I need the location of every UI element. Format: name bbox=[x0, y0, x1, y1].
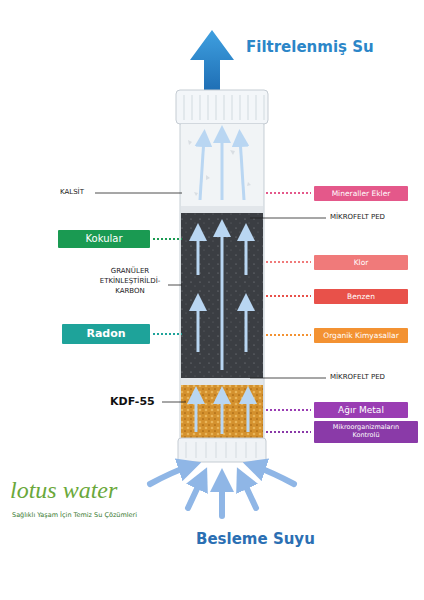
cap-ridges bbox=[184, 95, 264, 120]
feed-arrow bbox=[150, 466, 190, 484]
contaminant-tag: Mineraller Ekler bbox=[314, 186, 408, 201]
feed-arrow bbox=[188, 478, 202, 508]
part-label: KDF-55 bbox=[110, 395, 155, 408]
bottom-cap-ridges bbox=[186, 442, 256, 458]
flow-arrows bbox=[196, 134, 248, 434]
flow-arrow bbox=[221, 134, 224, 200]
leader-line bbox=[162, 402, 186, 403]
contaminant-tag: Radon bbox=[62, 324, 150, 343]
feed-arrows bbox=[150, 466, 294, 516]
leader-line bbox=[266, 334, 311, 336]
leader-line bbox=[266, 431, 311, 433]
tag-text: Mikroorganizmaların Kontrolü bbox=[319, 424, 413, 440]
leader-line bbox=[266, 409, 311, 411]
flow-arrow bbox=[247, 395, 250, 432]
tag-text: Kokular bbox=[63, 233, 145, 245]
feed-arrow bbox=[242, 478, 256, 508]
outflow-arrow bbox=[190, 30, 234, 90]
flow-arrow bbox=[197, 232, 200, 275]
leader-line bbox=[95, 193, 182, 194]
leader-lines bbox=[95, 193, 326, 432]
flow-arrow bbox=[195, 395, 198, 432]
leader-line bbox=[250, 378, 326, 379]
tag-text: Radon bbox=[67, 327, 145, 340]
leader-line bbox=[250, 218, 326, 219]
leader-line bbox=[153, 238, 182, 240]
contaminant-tag: Benzen bbox=[314, 289, 408, 304]
part-label: KALSİT bbox=[60, 188, 84, 196]
part-label: Filtrelenmiş Su bbox=[246, 38, 374, 56]
leader-line bbox=[266, 295, 311, 297]
contaminant-tag: Mikroorganizmaların Kontrolü bbox=[314, 421, 418, 443]
carbon-layer bbox=[181, 213, 263, 378]
microfelt-pad-bottom bbox=[181, 378, 263, 385]
tag-text: Klor bbox=[319, 258, 403, 267]
top-cap bbox=[176, 90, 268, 124]
tag-text: Ağır Metal bbox=[319, 405, 403, 416]
tag-text: Organik Kimyasallar bbox=[319, 331, 403, 340]
flow-arrow bbox=[221, 395, 224, 434]
contaminant-tag: Klor bbox=[314, 255, 408, 270]
leader-line bbox=[266, 192, 311, 194]
contaminant-tag: Ağır Metal bbox=[314, 402, 408, 419]
feed-arrow bbox=[219, 480, 225, 516]
tag-text: Benzen bbox=[319, 292, 403, 301]
flow-arrow bbox=[221, 228, 224, 370]
contaminant-tag: Organik Kimyasallar bbox=[314, 328, 408, 343]
flow-arrow bbox=[245, 302, 248, 352]
tag-text: Mineraller Ekler bbox=[319, 189, 403, 198]
cartridge-body bbox=[180, 124, 264, 440]
logo-text: lotus water bbox=[10, 476, 117, 505]
logo-text: Sağlıklı Yaşam İçin Temiz Su Çözümleri bbox=[12, 512, 137, 520]
bottom-cap bbox=[178, 438, 266, 462]
kdf-layer bbox=[181, 385, 263, 438]
part-label: MİKROFELT PED bbox=[330, 373, 385, 381]
calcite-layer bbox=[181, 124, 263, 206]
part-label: Besleme Suyu bbox=[196, 530, 315, 548]
leader-line bbox=[153, 333, 182, 335]
part-label: MİKROFELT PED bbox=[330, 213, 385, 221]
leader-line bbox=[266, 261, 311, 263]
part-label: GRANÜLER ETKİNLEŞTİRİLDİ- KARBON bbox=[90, 266, 170, 296]
flow-arrow bbox=[197, 302, 200, 352]
flow-arrow bbox=[240, 138, 244, 200]
contaminant-tag: Kokular bbox=[58, 230, 150, 248]
leader-line bbox=[168, 285, 182, 286]
flow-arrow bbox=[200, 138, 204, 200]
microfelt-pad-top bbox=[181, 206, 263, 213]
flow-arrow bbox=[245, 232, 248, 275]
feed-arrow bbox=[254, 466, 294, 484]
